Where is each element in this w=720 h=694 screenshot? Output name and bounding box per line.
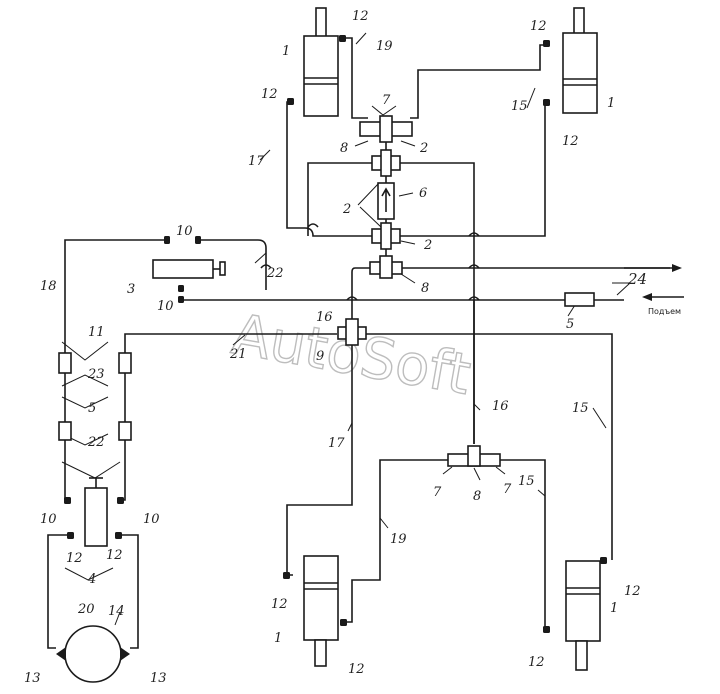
label-1-tl: 1: [282, 44, 290, 59]
label-10-top: 10: [176, 224, 193, 239]
filter-5: [564, 292, 595, 307]
label-1-br: 1: [610, 601, 618, 616]
label-18: 18: [40, 279, 57, 294]
flow-divider: [377, 182, 395, 220]
tank-4: [84, 477, 108, 547]
arrows-24: [624, 264, 684, 301]
distributor-lower: [371, 222, 401, 250]
top-tee: [359, 115, 413, 143]
label-7-right: 7: [503, 482, 512, 497]
label-15-top: 15: [511, 99, 528, 114]
cylinder-bottom-right: [565, 560, 601, 671]
label-12-tl2: 12: [261, 87, 278, 102]
label-8-bottom: 8: [473, 489, 481, 504]
label-5-right: 5: [566, 317, 574, 332]
label-20: 20: [77, 602, 95, 617]
label-12-br2: 12: [528, 655, 545, 670]
label-16-mid: 16: [492, 399, 509, 414]
label-12-pump-r: 12: [106, 548, 123, 563]
label-12-tr2: 12: [562, 134, 579, 149]
label-2-b: 2: [342, 202, 351, 217]
lower-tee: [447, 445, 501, 467]
label-23: 23: [87, 367, 105, 382]
label-7-top: 7: [382, 93, 391, 108]
label-10-mid: 10: [157, 299, 174, 314]
label-15-mid: 15: [572, 401, 589, 416]
bottom-tee-8: [369, 255, 403, 279]
label-7-left: 7: [433, 485, 442, 500]
label-12-bl: 12: [271, 597, 288, 612]
label-2-a: 2: [419, 141, 428, 156]
label-17-mid: 17: [328, 436, 345, 451]
label-22-top: 22: [266, 266, 284, 281]
label-8-top: 8: [340, 141, 348, 156]
label-1-bl: 1: [274, 631, 282, 646]
label-8-mid: 8: [421, 281, 429, 296]
label-10-right: 10: [143, 512, 160, 527]
label-16-top: 16: [316, 310, 333, 325]
label-5-left: 5: [88, 401, 96, 416]
label-6: 6: [419, 186, 427, 201]
pump-14: [56, 625, 130, 683]
label-11: 11: [88, 325, 105, 340]
label-12-tr: 12: [530, 19, 547, 34]
label-2-c: 2: [423, 238, 432, 253]
label-15-bottom: 15: [518, 474, 535, 489]
label-19-top: 19: [376, 39, 393, 54]
cylinder-bottom-left: [303, 555, 339, 667]
label-12-pump-l: 12: [66, 551, 83, 566]
fittings: [64, 35, 607, 633]
label-13-left: 13: [24, 671, 41, 686]
label-13-right: 13: [150, 671, 167, 686]
arrow-label-podem: Подъем: [648, 307, 681, 316]
label-12-br: 12: [624, 584, 641, 599]
label-3: 3: [127, 282, 135, 297]
label-1-tr: 1: [607, 96, 615, 111]
label-17-top: 17: [248, 154, 265, 169]
pipelines: [47, 37, 670, 649]
label-19-bottom: 19: [390, 532, 407, 547]
label-24: 24: [627, 270, 647, 288]
label-14: 14: [108, 604, 125, 619]
label-4: 4: [87, 572, 96, 587]
cross-fitting-9: [337, 318, 367, 346]
valve-3: [152, 259, 226, 279]
position-labels: 1 12 19 12 12 1 15 12 7 8 2 17 2 6 2 8 1…: [24, 9, 681, 686]
label-10-left: 10: [40, 512, 57, 527]
left-filters: [58, 352, 132, 441]
distributor-upper: [371, 149, 401, 177]
cylinder-top-right: [562, 7, 598, 114]
label-9: 9: [316, 349, 324, 364]
label-21: 21: [229, 347, 247, 362]
label-12-bl2: 12: [348, 662, 365, 677]
label-22-left: 22: [87, 435, 105, 450]
label-12-tl: 12: [352, 9, 369, 24]
cylinder-top-left: [303, 7, 339, 117]
